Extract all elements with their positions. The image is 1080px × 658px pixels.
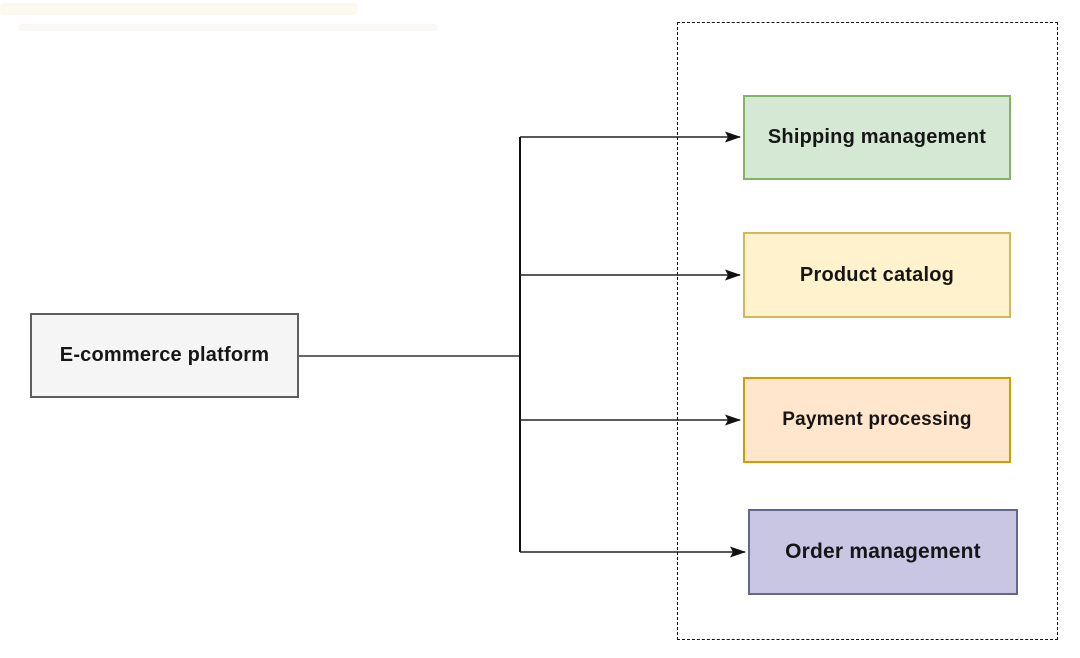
node-order-management: Order management bbox=[748, 509, 1018, 595]
node-label: Product catalog bbox=[799, 263, 955, 286]
node-label: Order management bbox=[785, 540, 981, 563]
node-label: Payment processing bbox=[782, 409, 972, 430]
node-ecommerce-platform: E-commerce platform bbox=[30, 313, 299, 398]
node-label: Shipping management bbox=[767, 126, 987, 148]
dashed-group-container bbox=[677, 22, 1058, 640]
node-shipping-management: Shipping management bbox=[743, 95, 1011, 180]
node-product-catalog: Product catalog bbox=[743, 232, 1011, 318]
node-payment-processing: Payment processing bbox=[743, 377, 1011, 463]
node-label: E-commerce platform bbox=[59, 344, 270, 366]
